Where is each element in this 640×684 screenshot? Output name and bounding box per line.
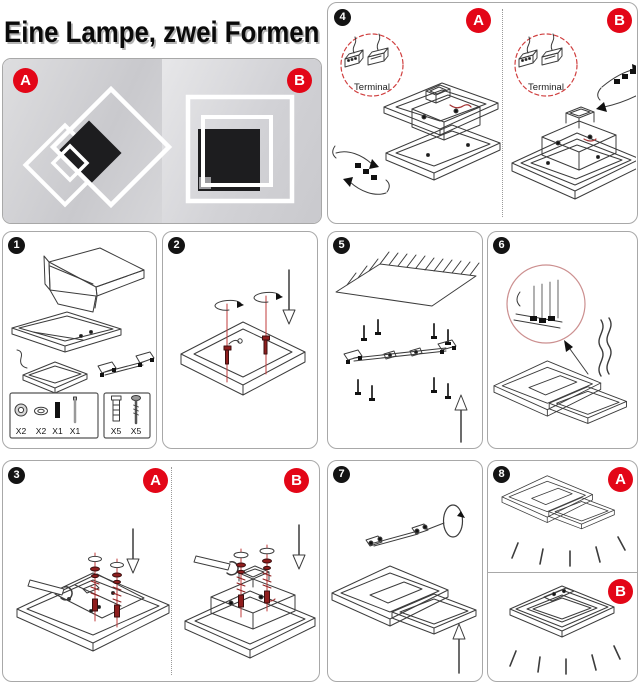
lower-screws: [355, 377, 451, 401]
screw-a: [223, 345, 232, 365]
step-8-panel: 8 A B: [487, 460, 638, 682]
lamp-a-final-drawing: [501, 475, 615, 530]
step-7-panel: 7: [327, 460, 483, 682]
step-8-variant-b-badge: B: [608, 579, 633, 604]
variant-a-badge: A: [13, 68, 38, 93]
step-2-illustration: [180, 269, 306, 396]
step-6-badge: 6: [493, 237, 510, 254]
upper-screws: [361, 319, 451, 345]
small-frame-drawing: [16, 349, 88, 394]
wrench-a: [27, 579, 73, 601]
up-arrow: [454, 394, 468, 443]
hardware-parts-box-2: X5 X5: [103, 392, 151, 439]
rotation-arrow-a: [214, 299, 244, 311]
part-qty-label: X5: [111, 426, 122, 436]
step-4b-lamp-drawing: [511, 106, 636, 200]
terminal-label-b: Terminal: [528, 82, 564, 93]
screw-stack-b1: [233, 548, 249, 618]
lamp-shape-b-squares: [185, 94, 295, 204]
step-3-badge: 3: [8, 467, 25, 484]
step-6-panel: 6: [487, 231, 638, 449]
step-4-variant-b-badge: B: [607, 8, 632, 33]
step-6-illustration: [493, 264, 627, 424]
part-qty-label: X2: [16, 426, 27, 436]
screw-guide-lines: [226, 295, 267, 383]
variant-b-badge: B: [287, 68, 312, 93]
part-qty-label: X5: [131, 426, 142, 436]
step-3-variant-b-badge: B: [284, 468, 309, 493]
down-arrow: [282, 269, 296, 325]
ceiling-drawing: [335, 251, 480, 307]
carton-box-drawing: [43, 247, 145, 313]
step-7-badge: 7: [333, 466, 350, 483]
step-8-divider: [488, 572, 637, 573]
screw-stack-b2: [259, 544, 275, 612]
mounting-bracket-drawing: [97, 351, 155, 377]
lamp-shape-a-diamonds: [22, 85, 173, 209]
terminal-label-a: Terminal: [354, 82, 390, 93]
step-2-panel: 2: [162, 231, 318, 449]
product-photo-panel: A B: [2, 58, 322, 224]
light-rays-a: [511, 536, 626, 567]
frame-drawing: [180, 321, 306, 396]
wires: [598, 317, 612, 377]
lamp-b-final-drawing: [509, 585, 615, 638]
step-8-illustration: [501, 475, 626, 675]
lamp-assembly-drawing: [493, 360, 627, 424]
step-1-badge: 1: [8, 237, 25, 254]
up-arrow: [452, 623, 466, 674]
down-arrow-b: [292, 524, 306, 570]
wrench-b: [193, 555, 239, 576]
step-4-panel: 4 A B Terminal: [327, 2, 638, 224]
light-rays-b: [509, 645, 621, 675]
bracket-drawing: [365, 523, 429, 547]
step-3-divider: [171, 467, 172, 675]
lamp-assembly-drawing: [331, 565, 477, 635]
part-qty-label: X1: [70, 426, 81, 436]
step-8-badge: 8: [493, 466, 510, 483]
step-4b-wire-arrows: [596, 64, 636, 112]
step-4a-lamp-drawing: [383, 82, 501, 181]
terminal-detail-b: Terminal: [514, 33, 578, 97]
part-qty-label: X2: [36, 426, 47, 436]
wiring-detail-circle: [506, 264, 586, 344]
step-8-variant-a-badge: A: [608, 467, 633, 492]
step-4-variant-a-badge: A: [466, 8, 491, 33]
step-1-panel: 1: [2, 231, 157, 449]
step-7-illustration: [331, 504, 477, 674]
step-4-divider: [502, 9, 503, 217]
clip-ring: [237, 338, 243, 344]
terminal-detail-a: Terminal: [340, 33, 404, 97]
step-2-badge: 2: [168, 237, 185, 254]
step-3-panel: 3 A B: [2, 460, 320, 682]
page-title: Eine Lampe, zwei Formen: [4, 16, 320, 49]
down-arrow-a: [126, 528, 140, 574]
step-4-badge: 4: [334, 9, 351, 26]
step-3-illustration: [16, 524, 316, 659]
rotation-arrow-b: [253, 291, 283, 303]
hardware-parts-box-1: X2 X2 X1 X1: [9, 392, 99, 439]
ceiling-hole-ellipse: [442, 504, 465, 538]
screw-stack-a2: [110, 558, 124, 628]
step-4a-wire-arrows: [332, 145, 390, 195]
screw-stack-a1: [88, 552, 102, 622]
step-4-illustration: Terminal: [332, 33, 636, 200]
guide-line: [425, 522, 445, 531]
screw-b: [262, 335, 270, 355]
mounting-bracket-drawing: [343, 339, 457, 364]
part-qty-label: X1: [52, 426, 63, 436]
step-3b-frame-drawing: [184, 565, 316, 659]
main-frame-drawing: [11, 311, 122, 353]
step-1-illustration: X2 X2 X1 X1 X5 X5: [9, 247, 155, 439]
step-5-illustration: [335, 251, 480, 443]
lamp-photo-illustration: [22, 85, 295, 209]
pointer-arrow: [564, 340, 589, 375]
step-3-variant-a-badge: A: [143, 468, 168, 493]
step-5-panel: 5: [327, 231, 483, 449]
step-5-badge: 5: [333, 237, 350, 254]
